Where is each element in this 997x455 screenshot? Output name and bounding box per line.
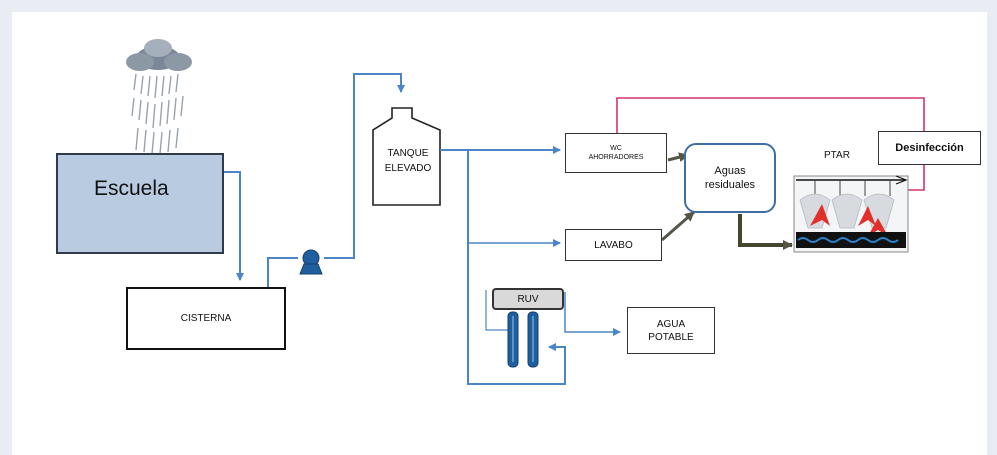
- aguas-line-2: residuales: [704, 179, 756, 191]
- pump-to-tank-pipe: [324, 73, 405, 259]
- escuela-building: Escuela: [56, 153, 224, 254]
- uv-lamp-icon: [507, 311, 539, 368]
- lavabo-to-aguas-arrow: [661, 210, 695, 242]
- tanque-line-2: ELEVADO: [384, 163, 432, 174]
- ruv-box: RUV: [492, 288, 564, 310]
- wc-ahorradores-box: WC AHORRADORES: [565, 133, 667, 173]
- potable-line-2: POTABLE: [648, 331, 694, 343]
- recycle-line: [616, 97, 925, 191]
- tank-icon: [372, 107, 441, 206]
- pump-icon: [299, 249, 323, 275]
- agua-potable-box: AGUA POTABLE: [627, 307, 715, 354]
- desinfeccion-label: Desinfección: [895, 142, 964, 154]
- aguas-line-1: Aguas: [714, 165, 746, 177]
- lavabo-label: LAVABO: [594, 239, 633, 251]
- lavabo-box: LAVABO: [565, 229, 662, 261]
- escuela-label: Escuela: [94, 177, 169, 200]
- desinfeccion-box: Desinfección: [878, 131, 981, 165]
- potable-line-1: AGUA: [656, 318, 686, 330]
- wc-line-1: WC: [610, 145, 622, 152]
- tanque-line-1: TANQUE: [387, 148, 429, 159]
- wc-line-2: AHORRADORES: [588, 154, 644, 161]
- aguas-residuales-box: Aguas residuales: [684, 143, 776, 213]
- ruv-loop-pipe: [485, 290, 510, 331]
- rain-cloud-icon: [126, 39, 192, 155]
- cisterna-label: CISTERNA: [180, 313, 232, 324]
- tanque-elevado-label: TANQUE ELEVADO: [374, 146, 442, 176]
- ptar-label: PTAR: [824, 150, 850, 161]
- tank-to-ruv-pipe: [467, 150, 566, 385]
- ruv-label: RUV: [517, 293, 539, 305]
- ptar-tank-icon: [793, 175, 909, 253]
- ruv-to-potable-pipe: [564, 292, 621, 336]
- aguas-to-ptar-arrow: [738, 214, 793, 250]
- cisterna-box: CISTERNA: [126, 287, 286, 350]
- escuela-to-cisterna-pipe: [224, 171, 244, 281]
